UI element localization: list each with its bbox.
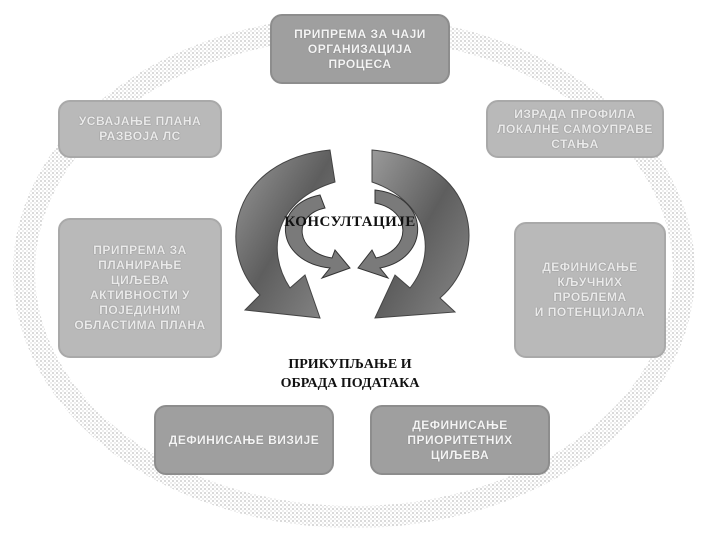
node-top-left: УСВАЈАЊЕ ПЛАНА РАЗВОЈА ЛС [58, 100, 222, 158]
node-right: ДЕФИНИСАЊЕ КЉУЧНИХ ПРОБЛЕМА И ПОТЕНЦИЈАЛ… [514, 222, 666, 358]
node-bottom-right: ДЕФИНИСАЊЕ ПРИОРИТЕТНИХ ЦИЉЕВА [370, 405, 550, 475]
node-left: ПРИПРЕМА ЗА ПЛАНИРАЊЕ ЦИЉЕВА АКТИВНОСТИ … [58, 218, 222, 358]
node-bottom-left: ДЕФИНИСАЊЕ ВИЗИЈЕ [154, 405, 334, 475]
data-collection-label-line2: ОБРАДА ПОДАТАКА [265, 376, 435, 392]
inner-arrow-left [285, 195, 350, 278]
node-top: ПРИПРЕМА ЗА ЧАЈИ ОРГАНИЗАЦИЈА ПРОЦЕСА [270, 14, 450, 84]
node-top-right: ИЗРАДА ПРОФИЛА ЛОКАЛНЕ САМОУПРАВЕ СТАЊА [486, 100, 664, 158]
data-collection-label-line1: ПРИКУПЉАЊЕ И [270, 357, 430, 373]
consultations-label: КОНСУЛТАЦИЈЕ [280, 214, 420, 231]
outer-arrow-right [372, 150, 469, 318]
